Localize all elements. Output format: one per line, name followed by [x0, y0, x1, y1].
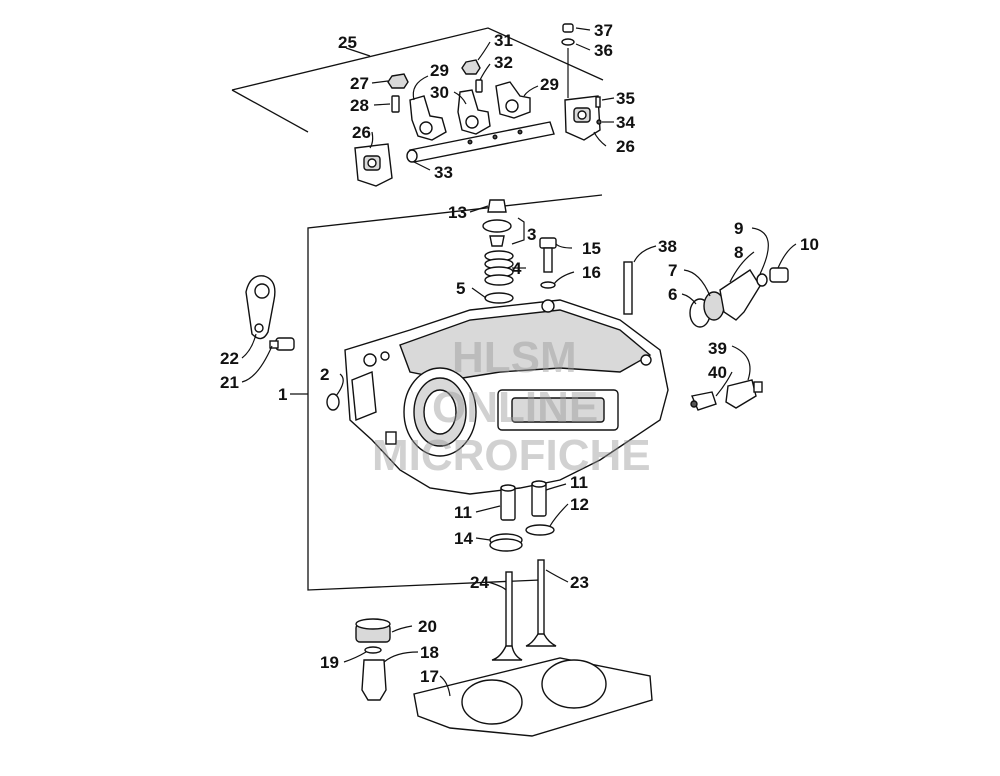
- callout-40: 40: [708, 363, 727, 382]
- screw-32[interactable]: [475, 79, 483, 93]
- cylinder-head-1[interactable]: [344, 299, 669, 495]
- callout-21: 21: [220, 373, 239, 392]
- watermark-line1: HLSM: [452, 333, 577, 382]
- callout-34: 34: [616, 113, 635, 132]
- rocker-arm-right[interactable]: [495, 81, 531, 119]
- callout-9: 9: [734, 219, 743, 238]
- stud-36-37[interactable]: [561, 23, 575, 98]
- rocker-assembly-frame: [231, 27, 604, 133]
- bolt-21[interactable]: [269, 337, 295, 351]
- rocker-support-right[interactable]: [564, 95, 601, 141]
- valve-24[interactable]: [491, 571, 523, 661]
- nut-31[interactable]: [461, 59, 481, 75]
- callout-12: 12: [570, 495, 589, 514]
- washer-16[interactable]: [540, 281, 556, 289]
- callout-1: 1: [278, 385, 287, 404]
- valve-guide-11-left[interactable]: [500, 484, 516, 521]
- callout-37: 37: [594, 21, 613, 40]
- stud-38[interactable]: [623, 261, 633, 315]
- cylinder-head-frame: [307, 194, 603, 591]
- bolt-15[interactable]: [539, 237, 557, 273]
- callout-13: 13: [448, 203, 467, 222]
- rocker-shaft[interactable]: [406, 121, 555, 163]
- callout-29-right: 29: [540, 75, 559, 94]
- plug-2[interactable]: [326, 393, 340, 411]
- callout-7: 7: [668, 261, 677, 280]
- callout-4: 4: [512, 259, 522, 278]
- seal-14[interactable]: [489, 533, 523, 552]
- callout-2: 2: [320, 365, 329, 384]
- callout-29-left: 29: [430, 61, 449, 80]
- callout-32: 32: [494, 53, 513, 72]
- watermark: HLSM ONLINE MICROFICHE: [372, 333, 651, 480]
- callout-35: 35: [616, 89, 635, 108]
- callout-22: 22: [220, 349, 239, 368]
- callout-24: 24: [470, 573, 489, 592]
- washer-5[interactable]: [484, 292, 514, 304]
- lifting-eye-22[interactable]: [245, 275, 276, 340]
- head-gasket-17[interactable]: [413, 657, 653, 737]
- bucket-20[interactable]: [355, 618, 391, 643]
- sensor-40[interactable]: [690, 391, 717, 411]
- housing-8[interactable]: [719, 269, 761, 321]
- ball-34[interactable]: [596, 119, 602, 125]
- rocker-arm-center[interactable]: [457, 89, 491, 135]
- callout-30: 30: [430, 83, 449, 102]
- callout-27: 27: [350, 74, 369, 93]
- tappet-18[interactable]: [361, 659, 387, 701]
- callout-36: 36: [594, 41, 613, 60]
- callout-6: 6: [668, 285, 677, 304]
- callout-33: 33: [434, 163, 453, 182]
- leader-lines: [241, 27, 797, 697]
- valve-23[interactable]: [525, 559, 557, 647]
- valve-guide-11-right[interactable]: [531, 480, 547, 517]
- sensor-39[interactable]: [725, 379, 763, 409]
- callout-39: 39: [708, 339, 727, 358]
- callout-11-left: 11: [454, 503, 472, 522]
- callout-labels: 1 2 3 4 5 6 7 8 9 10 11 11 12 13 14 15 1…: [220, 21, 819, 686]
- callout-14: 14: [454, 529, 473, 548]
- pin-35[interactable]: [595, 96, 601, 108]
- callout-26-left: 26: [352, 123, 371, 142]
- callout-38: 38: [658, 237, 677, 256]
- watermark-line2: ONLINE: [432, 383, 598, 432]
- callout-11-right: 11: [570, 473, 588, 492]
- watermark-line3: MICROFICHE: [372, 431, 651, 480]
- seal-12[interactable]: [525, 524, 555, 536]
- valve-cap-13[interactable]: [487, 199, 507, 213]
- retainer-3[interactable]: [482, 219, 512, 247]
- rocker-arm-left[interactable]: [409, 95, 447, 141]
- o-ring-19[interactable]: [364, 646, 382, 654]
- callout-15: 15: [582, 239, 601, 258]
- callout-16: 16: [582, 263, 601, 282]
- callout-25: 25: [338, 33, 357, 52]
- callout-28: 28: [350, 96, 369, 115]
- callout-8: 8: [734, 243, 743, 262]
- valve-spring-4[interactable]: [484, 250, 514, 286]
- adjuster-nut-27[interactable]: [387, 73, 409, 89]
- callout-20: 20: [418, 617, 437, 636]
- callout-17: 17: [420, 667, 439, 686]
- callout-19: 19: [320, 653, 339, 672]
- plug-10[interactable]: [769, 267, 789, 283]
- rocker-support-left[interactable]: [354, 143, 393, 187]
- callout-23: 23: [570, 573, 589, 592]
- callout-18: 18: [420, 643, 439, 662]
- washer-9[interactable]: [756, 273, 768, 287]
- callout-5: 5: [456, 279, 465, 298]
- adjuster-screw-28[interactable]: [391, 95, 400, 113]
- callout-3: 3: [527, 225, 536, 244]
- callout-10: 10: [800, 235, 819, 254]
- callout-26-right: 26: [616, 137, 635, 156]
- callout-31: 31: [494, 31, 513, 50]
